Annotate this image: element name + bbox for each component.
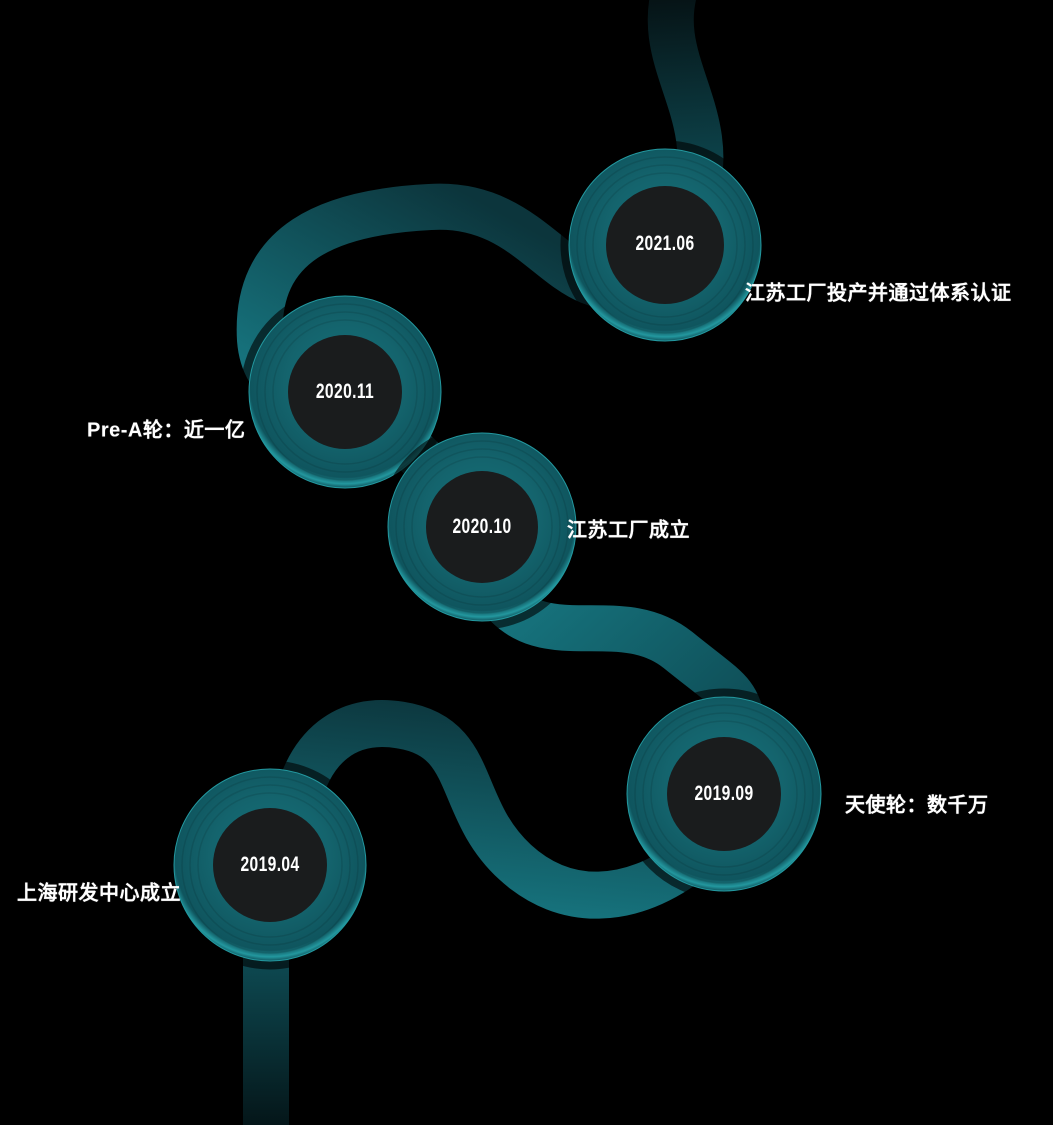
- node-date: 2021.06: [635, 231, 695, 256]
- timeline-node-2020-10: [379, 424, 585, 630]
- timeline-node-2019-04: [165, 760, 375, 970]
- node-inner-disc: [213, 808, 327, 922]
- node-shadow-ring: [560, 140, 770, 350]
- node-inner-disc: [667, 737, 781, 851]
- event-label: 上海研发中心成立: [17, 882, 181, 905]
- node-shadow-ring: [379, 424, 585, 630]
- timeline-node-2019-09: [618, 688, 830, 900]
- node-date: 2020.11: [315, 379, 375, 404]
- node-date: 2020.10: [452, 514, 512, 539]
- event-label: 江苏工厂成立: [567, 519, 690, 542]
- event-label: 天使轮：数千万: [845, 794, 989, 817]
- node-inner-disc: [288, 335, 402, 449]
- connector-2019-09-to-2019-04: [274, 700, 705, 919]
- event-label: Pre-A轮：近一亿: [87, 419, 246, 442]
- node-shadow-ring: [165, 760, 375, 970]
- timeline-node-2021-06: [560, 140, 770, 350]
- timeline-node-2020-11: [240, 287, 450, 497]
- node-date: 2019.04: [240, 852, 300, 877]
- node-inner-disc: [606, 186, 724, 304]
- node-date: 2019.09: [694, 781, 754, 806]
- node-shadow-ring: [240, 287, 450, 497]
- node-shadow-ring: [618, 688, 830, 900]
- event-label: 江苏工厂投产并通过体系认证: [745, 282, 1012, 305]
- node-inner-disc: [426, 471, 538, 583]
